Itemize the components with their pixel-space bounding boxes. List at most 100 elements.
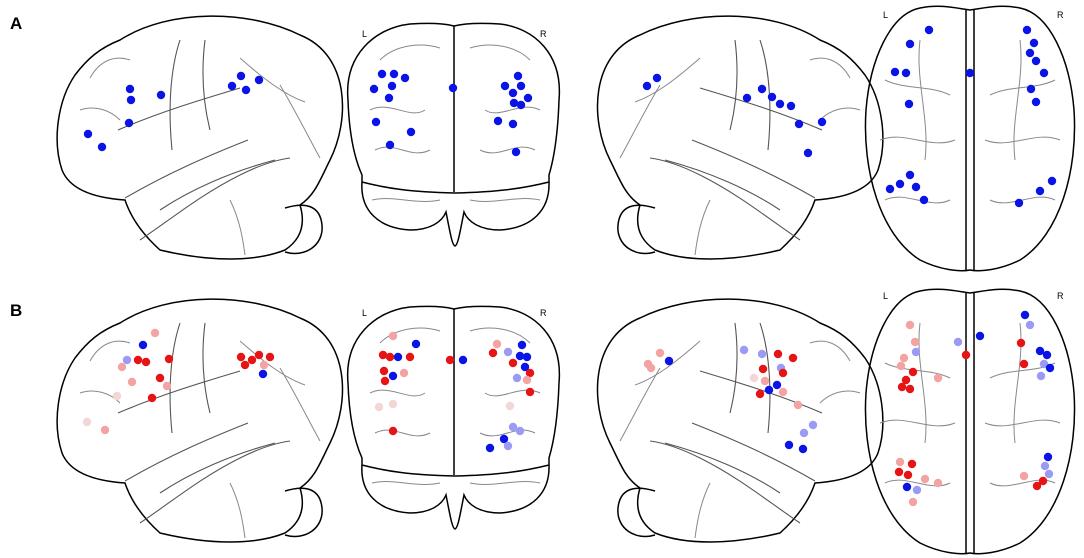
node-a-23 xyxy=(508,88,518,98)
node-a-54 xyxy=(895,179,905,189)
node-b-52 xyxy=(485,443,495,453)
node-b-9 xyxy=(162,381,172,391)
node-b-7 xyxy=(127,377,137,387)
node-b-11 xyxy=(112,391,122,401)
node-b-58 xyxy=(739,345,749,355)
node-b-10 xyxy=(147,393,157,403)
node-b-14 xyxy=(236,352,246,362)
coronal-right-label-b: R xyxy=(540,308,547,318)
node-b-31 xyxy=(445,355,455,365)
node-b-81 xyxy=(908,367,918,377)
node-b-28 xyxy=(399,368,409,378)
coronal-left-label-a: L xyxy=(362,29,368,39)
node-b-92 xyxy=(1035,346,1045,356)
node-b-71 xyxy=(793,400,803,410)
node-a-35 xyxy=(775,99,785,109)
node-b-16 xyxy=(254,350,264,360)
node-a-56 xyxy=(911,182,921,192)
node-b-22 xyxy=(411,339,421,349)
row-label-a: A xyxy=(10,14,23,33)
node-b-63 xyxy=(758,364,768,374)
node-a-0 xyxy=(125,84,135,94)
node-a-8 xyxy=(227,81,237,91)
node-b-84 xyxy=(897,382,907,392)
axial-right-label-b: R xyxy=(1057,291,1064,301)
axial-left-label-b: L xyxy=(883,291,889,301)
node-a-28 xyxy=(508,119,518,129)
node-a-44 xyxy=(965,68,975,78)
node-a-33 xyxy=(742,93,752,103)
node-b-77 xyxy=(910,337,920,347)
node-a-17 xyxy=(371,117,381,127)
node-b-23 xyxy=(378,350,388,360)
node-b-101 xyxy=(903,470,913,480)
node-b-33 xyxy=(388,426,398,436)
brain-lateral-left-b xyxy=(56,298,344,543)
node-b-37 xyxy=(517,340,527,350)
node-b-57 xyxy=(646,363,656,373)
node-b-65 xyxy=(749,373,759,383)
node-b-97 xyxy=(1036,371,1046,381)
node-a-58 xyxy=(1047,176,1057,186)
brain-coronal-a xyxy=(346,22,561,247)
node-b-102 xyxy=(920,474,930,484)
node-b-110 xyxy=(1032,481,1042,491)
node-a-20 xyxy=(513,71,523,81)
node-b-75 xyxy=(798,444,808,454)
node-b-32 xyxy=(458,355,468,365)
node-b-42 xyxy=(508,358,518,368)
node-a-47 xyxy=(1029,38,1039,48)
node-b-1 xyxy=(138,340,148,350)
brain-axial-b xyxy=(864,288,1076,555)
coronal-left-label-b: L xyxy=(362,308,368,318)
node-b-107 xyxy=(1043,452,1053,462)
node-a-16 xyxy=(448,83,458,93)
node-b-36 xyxy=(492,339,502,349)
node-a-4 xyxy=(83,129,93,139)
node-a-51 xyxy=(1026,84,1036,94)
node-a-32 xyxy=(757,84,767,94)
node-b-74 xyxy=(784,440,794,450)
node-b-55 xyxy=(664,356,674,366)
node-b-88 xyxy=(975,331,985,341)
node-b-86 xyxy=(953,337,963,347)
node-b-50 xyxy=(515,426,525,436)
node-a-10 xyxy=(377,69,387,79)
node-b-45 xyxy=(512,373,522,383)
node-b-43 xyxy=(520,362,530,372)
node-b-111 xyxy=(1019,471,1029,481)
node-a-46 xyxy=(1022,25,1032,35)
node-b-51 xyxy=(499,434,509,444)
node-a-42 xyxy=(890,67,900,77)
node-a-19 xyxy=(385,140,395,150)
node-a-25 xyxy=(509,98,519,108)
node-b-69 xyxy=(755,389,765,399)
node-b-79 xyxy=(899,353,909,363)
node-b-99 xyxy=(907,459,917,469)
axial-right-label-a: R xyxy=(1057,10,1064,20)
node-b-90 xyxy=(1025,320,1035,330)
node-a-12 xyxy=(400,73,410,83)
node-b-41 xyxy=(522,352,532,362)
node-b-59 xyxy=(757,349,767,359)
node-b-44 xyxy=(525,368,535,378)
node-b-93 xyxy=(1042,350,1052,360)
node-b-5 xyxy=(164,354,174,364)
node-b-60 xyxy=(773,349,783,359)
node-b-83 xyxy=(933,373,943,383)
node-a-11 xyxy=(389,69,399,79)
node-b-4 xyxy=(141,357,151,367)
node-b-27 xyxy=(379,366,389,376)
node-b-76 xyxy=(905,320,915,330)
node-b-66 xyxy=(760,376,770,386)
node-a-53 xyxy=(905,170,915,180)
node-b-67 xyxy=(772,380,782,390)
node-a-6 xyxy=(236,71,246,81)
node-b-72 xyxy=(808,420,818,430)
node-b-94 xyxy=(1019,359,1029,369)
node-a-41 xyxy=(905,39,915,49)
node-b-109 xyxy=(1038,476,1048,486)
node-a-37 xyxy=(794,119,804,129)
node-b-54 xyxy=(655,348,665,358)
row-a-brains xyxy=(56,5,1076,272)
